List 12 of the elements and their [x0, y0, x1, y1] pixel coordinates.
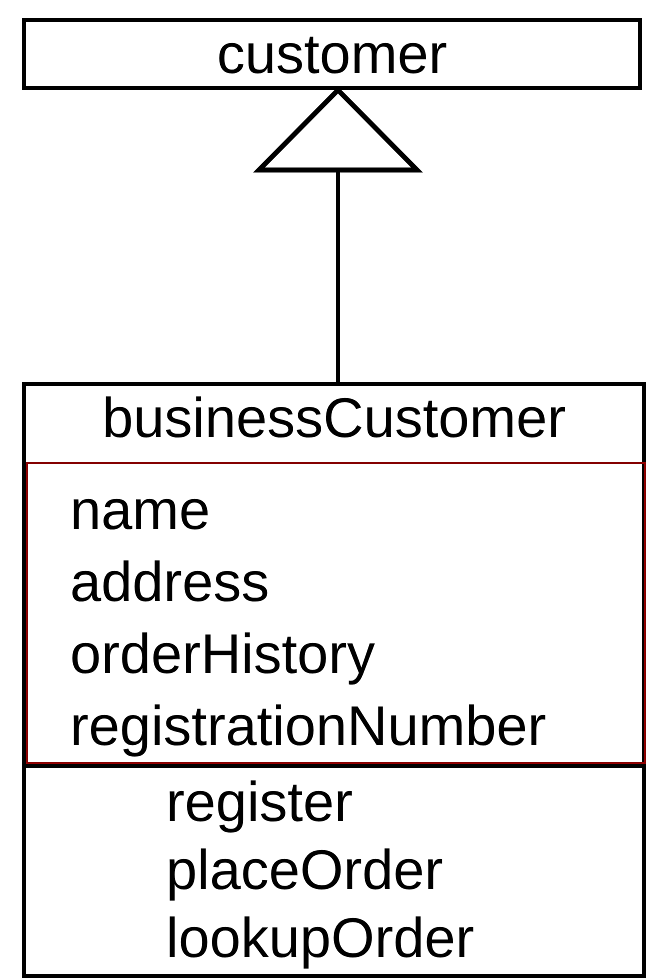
attribute-text: name — [70, 477, 210, 543]
attribute-text: address — [70, 549, 270, 615]
class-box — [22, 18, 642, 90]
class-name: customer — [216, 22, 448, 86]
operation-text: placeOrder — [166, 837, 444, 903]
attributes-compartment — [26, 462, 646, 764]
attribute-text: registrationNumber — [70, 693, 546, 759]
class-name: businessCustomer — [102, 386, 566, 450]
class-box — [22, 382, 646, 978]
operation-text: lookupOrder — [166, 905, 474, 971]
attribute-text: orderHistory — [70, 621, 375, 687]
operation-text: register — [166, 769, 353, 835]
